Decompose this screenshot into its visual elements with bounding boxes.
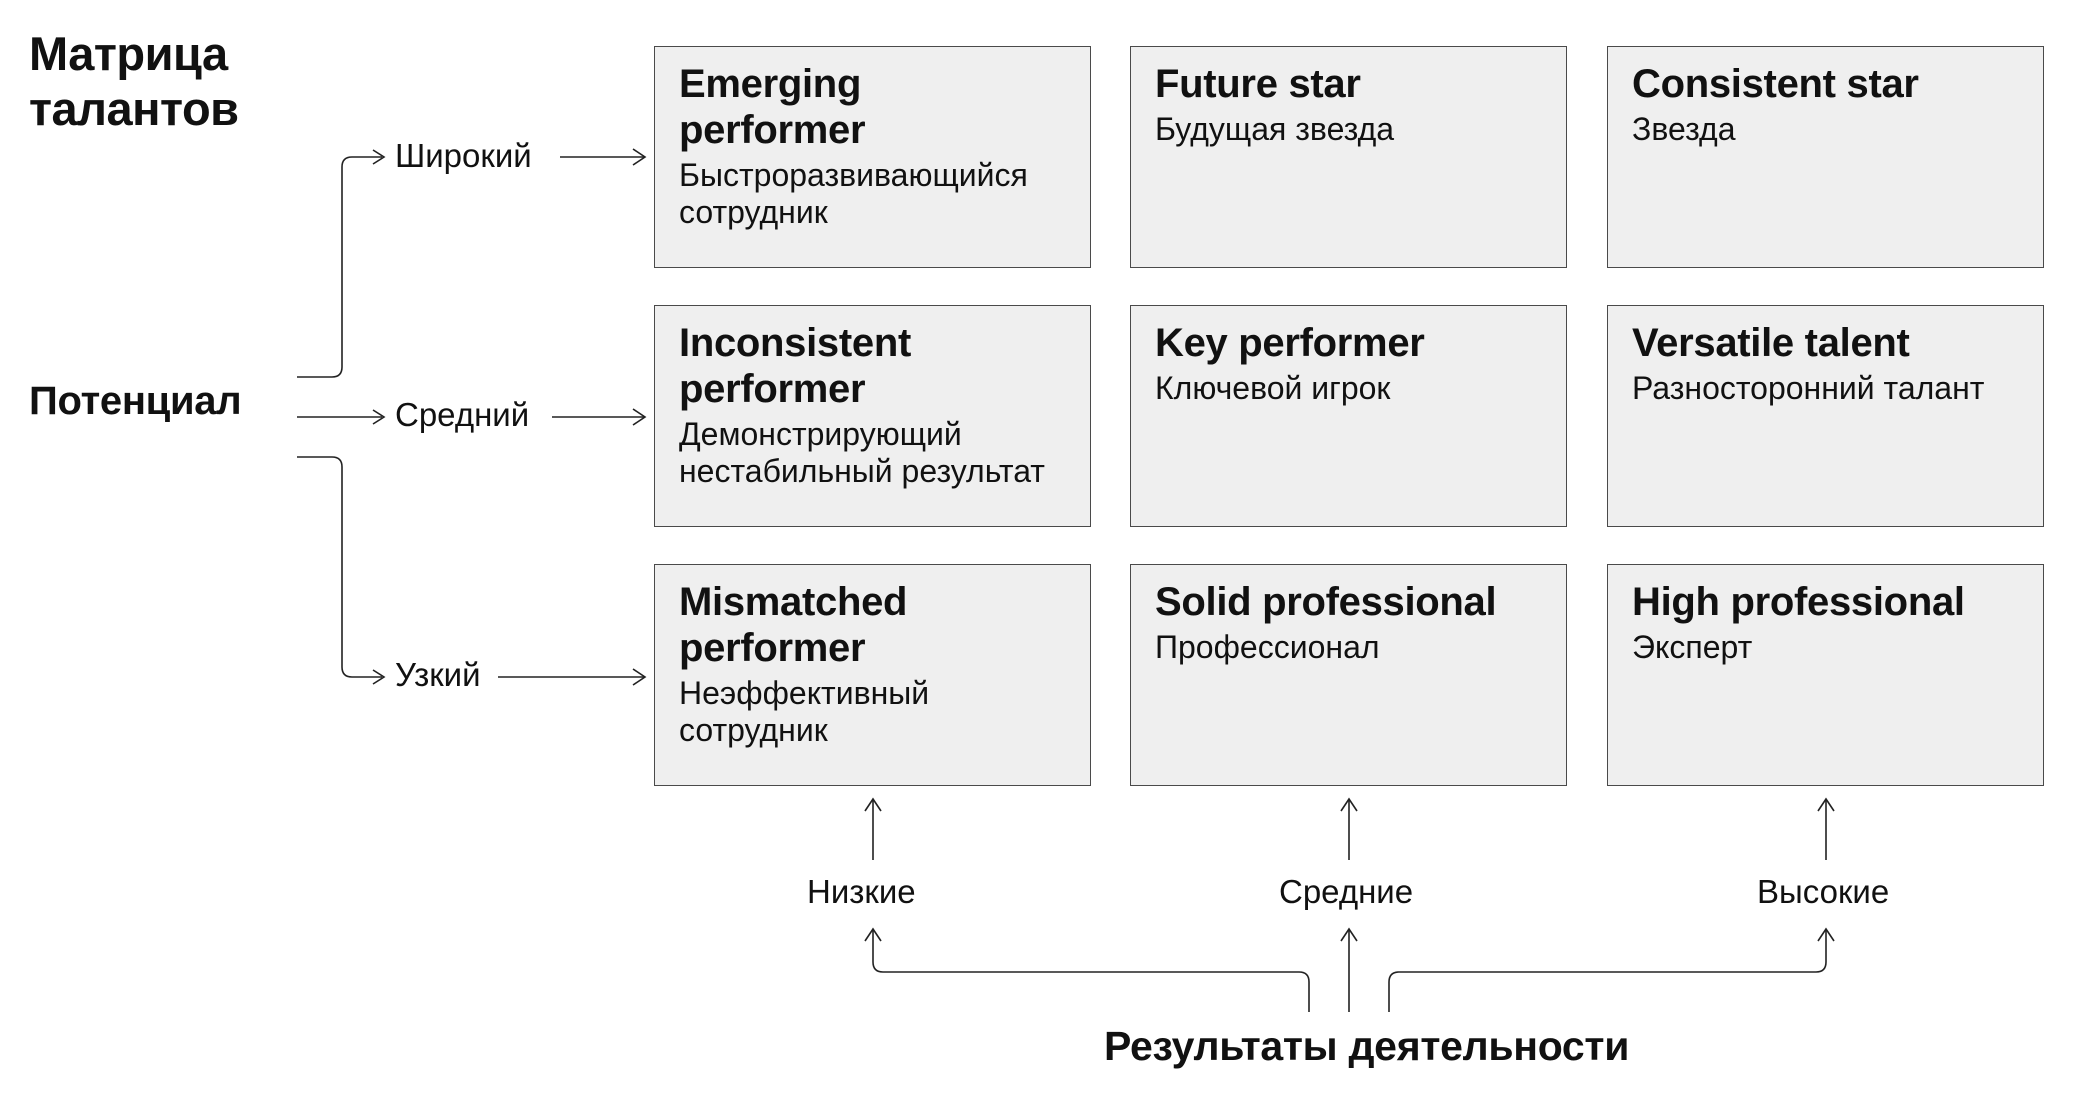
arrowhead-perf-high [1817, 927, 1835, 942]
matrix-cell-mismatched-performer: Mismatched performer Неэффективный сотру… [654, 564, 1091, 786]
cell-title-ru: Профессионал [1155, 629, 1380, 665]
branch-line-narrow [297, 456, 382, 678]
cell-title-ru: Демонстрирующий нестабильный результат [679, 416, 1045, 489]
cell-title-ru: Ключевой игрок [1155, 370, 1391, 406]
potential-axis-label: Потенциал [29, 379, 242, 423]
cell-title-ru: Быстроразвивающийся сотрудник [679, 157, 1028, 230]
cell-title-en: High professional [1632, 580, 1965, 624]
cell-title-en: Solid professional [1155, 580, 1497, 624]
cell-title-ru: Будущая звезда [1155, 111, 1395, 147]
arrowhead-col-low [864, 797, 882, 812]
performance-level-high: Высокие [1757, 873, 1890, 910]
arrowhead-medium-label [372, 409, 386, 425]
matrix-cell-versatile-talent: Versatile talent Разносторонний талант [1607, 305, 2044, 527]
matrix-cell-high-professional: High professional Эксперт [1607, 564, 2044, 786]
cell-title-en: Mismatched performer [679, 580, 908, 670]
arrowhead-perf-medium [1340, 927, 1358, 942]
matrix-cell-consistent-star: Consistent star Звезда [1607, 46, 2044, 268]
arrowhead-col-medium [1340, 797, 1358, 812]
arrowhead-wide-label [372, 149, 386, 165]
perf-branch-low [872, 930, 1310, 1012]
potential-level-medium: Средний [395, 396, 530, 433]
arrowhead-col-high [1817, 797, 1835, 812]
potential-level-wide: Широкий [395, 137, 532, 174]
performance-level-low: Низкие [807, 873, 916, 910]
arrowhead-row-narrow [632, 668, 647, 686]
cell-title-ru: Звезда [1632, 111, 1736, 147]
arrowhead-narrow-label [372, 669, 386, 685]
performance-level-medium: Средние [1279, 873, 1414, 910]
cell-title-en: Emerging performer [679, 62, 866, 152]
cell-title-en: Key performer [1155, 321, 1425, 365]
cell-title-en: Inconsistent performer [679, 321, 911, 411]
performance-axis-label: Результаты деятельности [1104, 1023, 1630, 1069]
arrowhead-perf-low [864, 927, 882, 942]
cell-title-en: Future star [1155, 62, 1361, 106]
matrix-cell-inconsistent-performer: Inconsistent performer Демонстрирующий н… [654, 305, 1091, 527]
cell-title-ru: Неэффективный сотрудник [679, 675, 930, 748]
matrix-cell-key-performer: Key performer Ключевой игрок [1130, 305, 1567, 527]
arrowhead-row-medium [632, 408, 647, 426]
branch-line-wide [297, 156, 382, 378]
page-title: Матрица талантов [29, 27, 239, 135]
arrowhead-row-wide [632, 148, 647, 166]
cell-title-en: Consistent star [1632, 62, 1919, 106]
matrix-cell-emerging-performer: Emerging performer Быстроразвивающийся с… [654, 46, 1091, 268]
matrix-cell-solid-professional: Solid professional Профессионал [1130, 564, 1567, 786]
cell-title-en: Versatile talent [1632, 321, 1910, 365]
cell-title-ru: Разносторонний талант [1632, 370, 1985, 406]
cell-title-ru: Эксперт [1632, 629, 1753, 665]
potential-level-narrow: Узкий [395, 656, 481, 693]
perf-branch-high [1388, 930, 1827, 1012]
matrix-cell-future-star: Future star Будущая звезда [1130, 46, 1567, 268]
